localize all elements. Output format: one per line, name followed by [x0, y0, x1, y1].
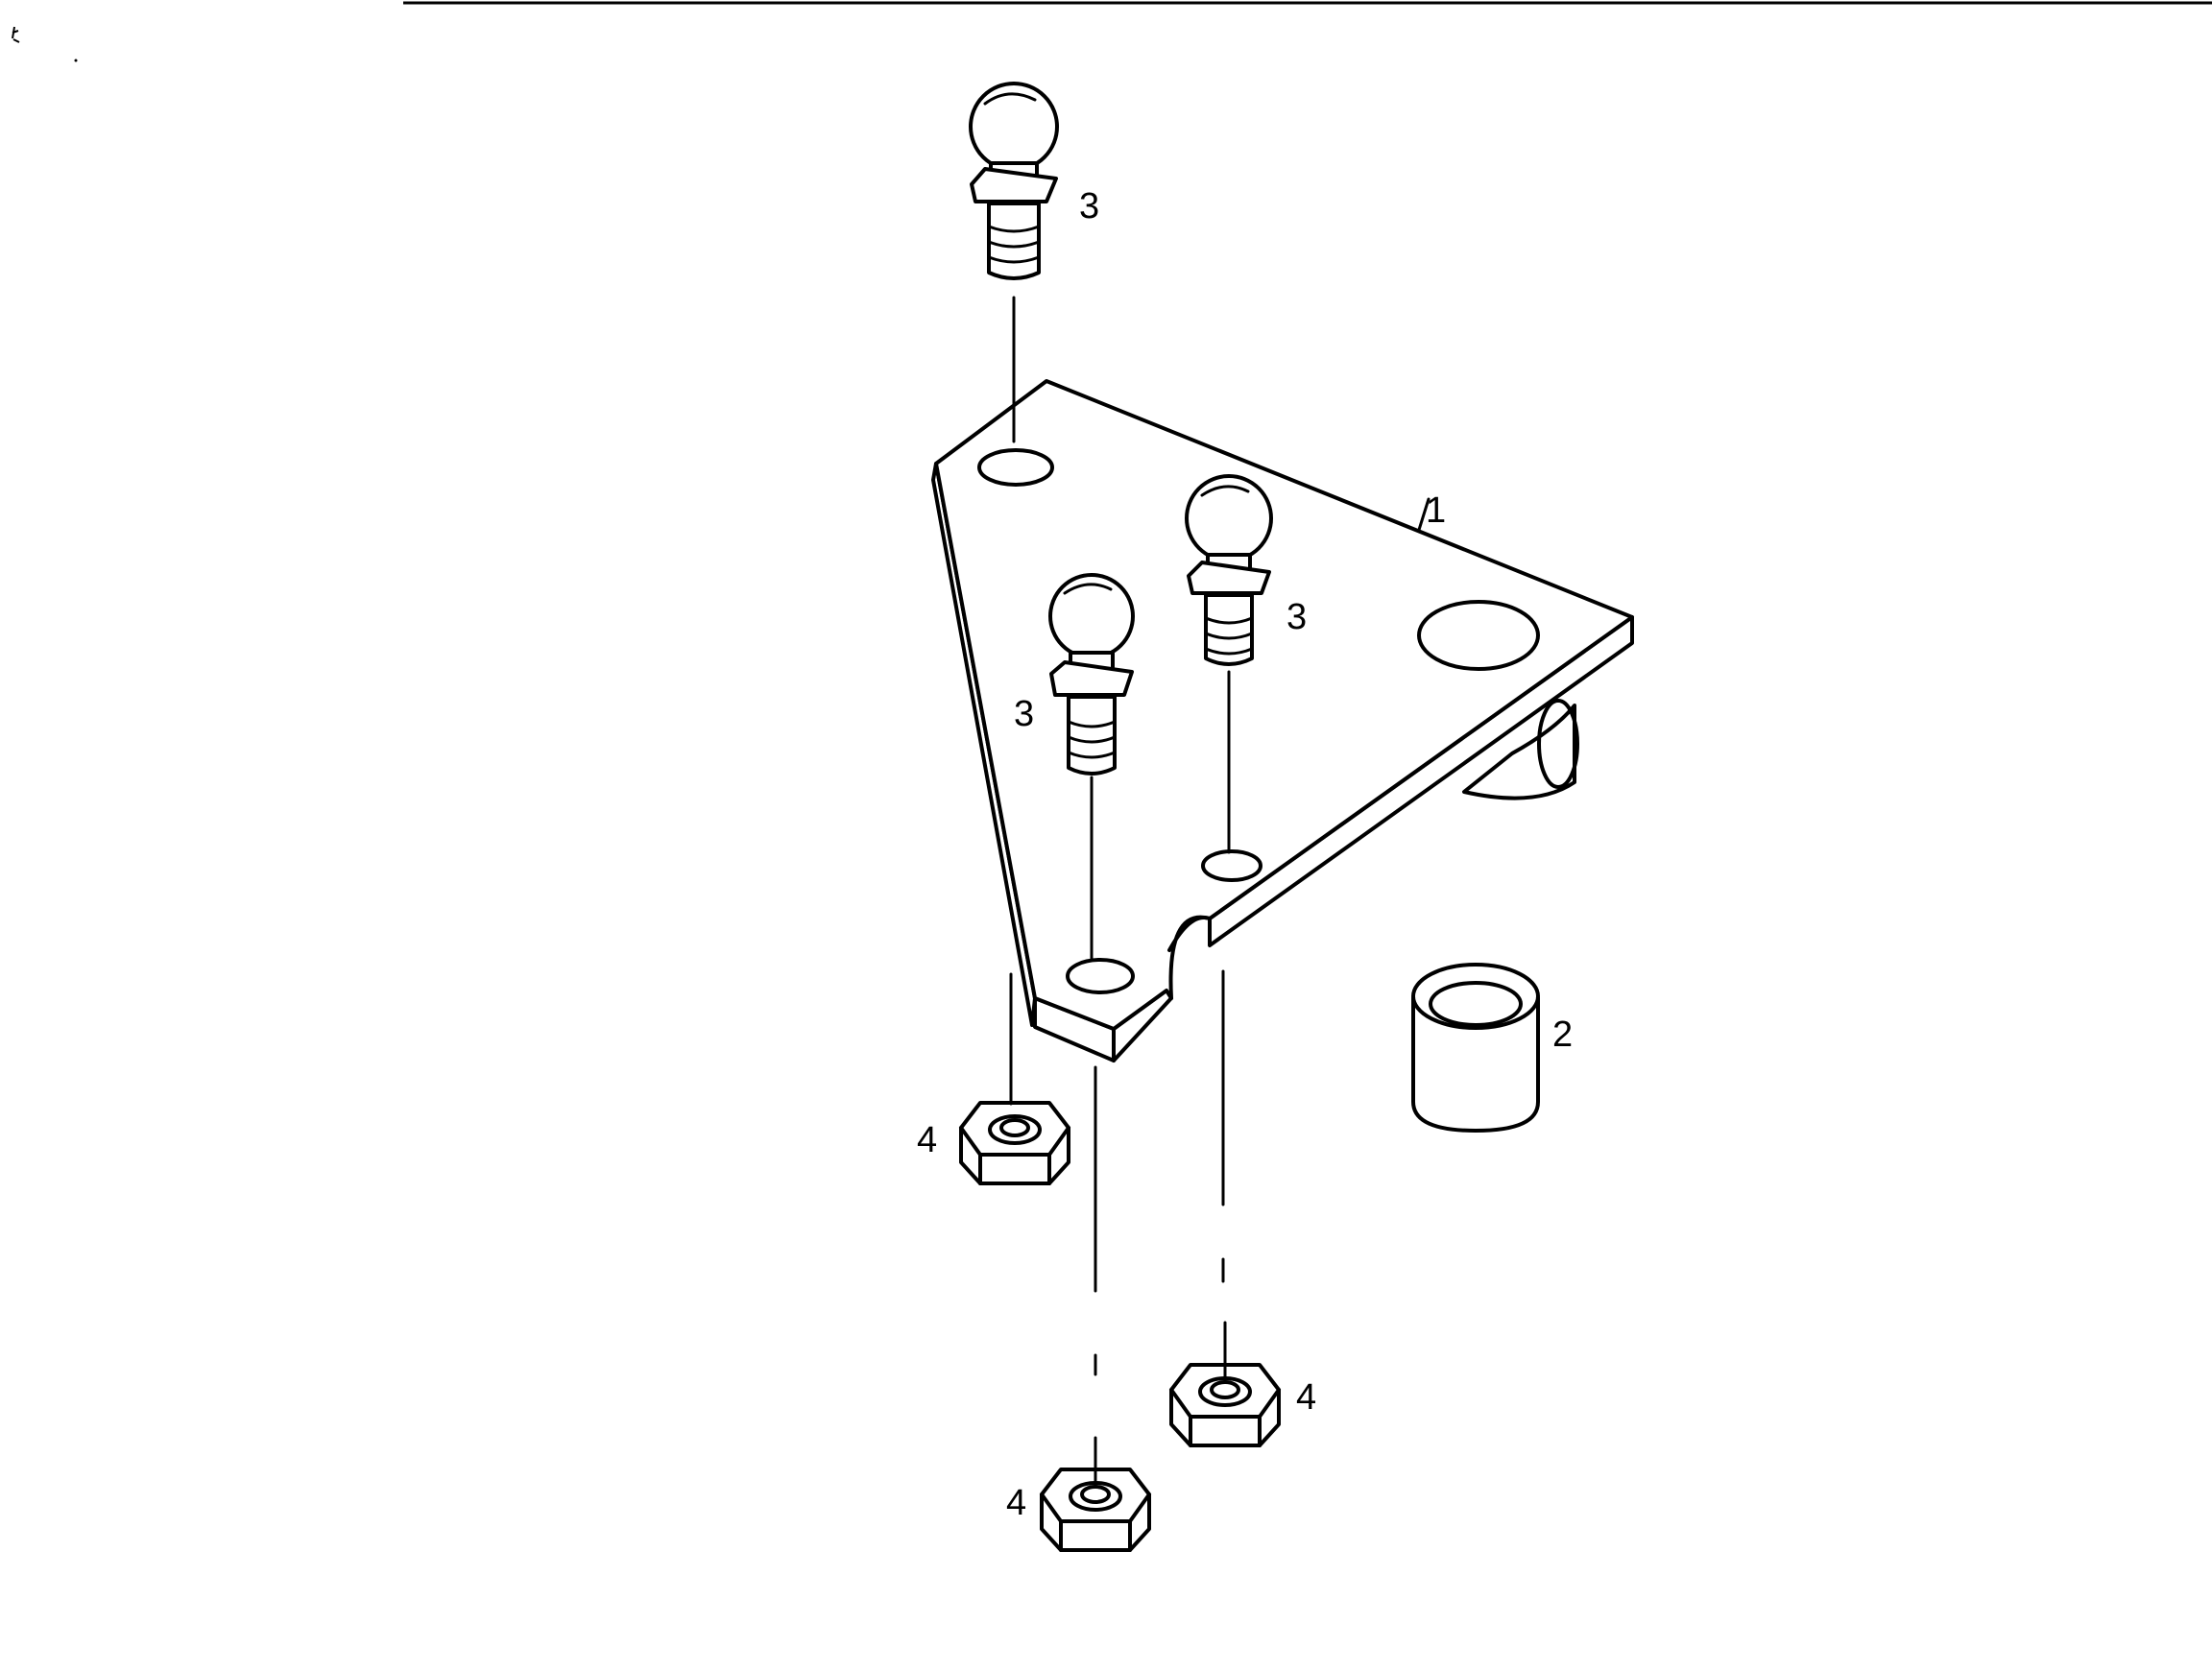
bushing — [1411, 963, 1540, 1133]
hex-nut-upper — [959, 1101, 1070, 1185]
hex-nut-bottom — [1040, 1468, 1151, 1552]
callout-bushing: 2 — [1552, 1015, 1573, 1055]
callout-ball-stud-right: 3 — [1286, 597, 1307, 637]
scan-border — [12, 1, 2212, 62]
callout-nut-upper: 4 — [917, 1120, 937, 1160]
ball-stud-left — [1048, 573, 1135, 776]
ball-stud-top — [969, 82, 1059, 280]
assembly-center-lines — [1009, 296, 1231, 1488]
callout-ball-stud-left: 3 — [1014, 694, 1034, 734]
callouts: 1 2 3 3 3 4 4 4 — [917, 186, 1573, 1523]
callout-plate: 1 — [1426, 490, 1446, 531]
callout-nut-bottom: 4 — [1006, 1483, 1026, 1523]
ball-stud-right — [1185, 474, 1273, 666]
mounting-plate — [931, 379, 1634, 1062]
callout-nut-right: 4 — [1296, 1377, 1316, 1418]
callout-ball-stud-top: 3 — [1079, 186, 1099, 227]
